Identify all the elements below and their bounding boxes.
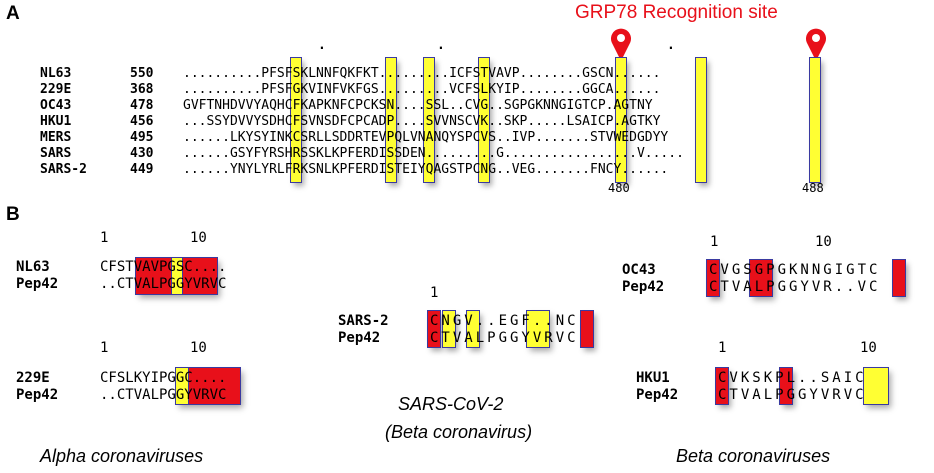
seq-229e: ..........PFSFGKVINFVKFGS.........VCFSLK…: [183, 82, 661, 97]
sars2-yellow-2: [466, 310, 480, 348]
hku1-seq: CVKSKPL..SAIC: [718, 370, 867, 386]
nl63-pep42-seq: ..CTVALPGGYVRVC: [100, 276, 227, 292]
e229-yellow-block: [175, 367, 189, 405]
panel-b-label: B: [6, 204, 20, 225]
seq-name-sars2: SARS-2: [40, 162, 87, 177]
seq-mers: ......LKYSYINKCSRLLSDDRTEVPQLVNANQYSPCVS…: [183, 130, 669, 145]
sars2-pep42-name: Pep42: [338, 330, 381, 346]
seq-start-sars2: 449: [130, 162, 154, 177]
nl63-pep42-name: Pep42: [16, 276, 59, 292]
oc43-index-1: 1: [710, 234, 719, 250]
seq-start-oc43: 478: [130, 98, 154, 113]
oc43-seq: CVGSGPGKNNGIGTC: [709, 262, 881, 278]
seq-start-mers: 495: [130, 130, 154, 145]
pin-480-icon: [611, 28, 631, 61]
sars2-pep42-seq: CTVALPGGYVRVC: [430, 330, 579, 346]
oc43-index-10: 10: [815, 234, 832, 250]
hku1-red-c1: [715, 367, 729, 405]
nl63-name: NL63: [16, 259, 50, 275]
sars2-name: SARS-2: [338, 313, 389, 329]
seq-name-229e: 229E: [40, 82, 72, 97]
seq-start-hku1: 456: [130, 114, 154, 129]
seq-name-nl63: NL63: [40, 66, 72, 81]
oc43-pep42-name: Pep42: [622, 279, 665, 295]
conserved-dot: .: [437, 38, 445, 53]
hku1-name: HKU1: [636, 370, 670, 386]
sars2-index-1: 1: [430, 285, 439, 301]
hku1-pep42-name: Pep42: [636, 387, 679, 403]
e229-index-10: 10: [190, 340, 207, 356]
conserved-column-c480: [615, 57, 627, 183]
nl63-yellow-block: [171, 257, 183, 295]
caption-alpha: Alpha coronaviruses: [40, 446, 204, 466]
seq-start-229e: 368: [130, 82, 154, 97]
seq-name-mers: MERS: [40, 130, 72, 145]
position-480: 480: [608, 181, 630, 195]
caption-sars2-line1: SARS-CoV-2: [398, 394, 504, 414]
conserved-column-l: [385, 57, 397, 183]
caption-beta: Beta coronaviruses: [676, 446, 831, 466]
conserved-column-p: [695, 57, 707, 183]
seq-hku1: ...SSYDVVYSDHCFSVNSDFCPCADP....SVVNSCVK.…: [183, 114, 661, 129]
hku1-pep42-seq: CTVALPGGYVRVC: [718, 387, 867, 403]
sars2-yellow-1: [442, 310, 456, 348]
panel-a-label: A: [6, 3, 20, 24]
conserved-column-y: [290, 57, 302, 183]
seq-name-hku1: HKU1: [40, 114, 72, 129]
sars2-yellow-3: [526, 310, 550, 348]
nl63-index-10: 10: [190, 230, 207, 246]
nl63-index-1: 1: [100, 230, 109, 246]
conserved-dot: .: [318, 38, 326, 53]
hku1-index-1: 1: [718, 340, 727, 356]
seq-name-sars: SARS: [40, 146, 72, 161]
conserved-column-c488: [809, 57, 821, 183]
seq-nl63: ..........PFSFSKLNNFQKFKT.........ICFSTV…: [183, 66, 661, 81]
conserved-dot: .: [667, 38, 675, 53]
hku1-index-10: 10: [860, 340, 877, 356]
oc43-red-c2: [892, 259, 906, 297]
caption-sars2-line2: (Beta coronavirus): [385, 422, 533, 442]
sars2-red-c1: [427, 310, 441, 348]
hku1-red-p: [779, 367, 793, 405]
seq-sars2: ......YNYLYRLFRKSNLKPFERDISTEIYQAGSTPCNG…: [183, 162, 669, 177]
seq-start-nl63: 550: [130, 66, 154, 81]
oc43-red-pg: [749, 259, 773, 297]
grp78-site-title: GRP78 Recognition site: [575, 2, 778, 23]
conserved-column-s: [478, 57, 490, 183]
sars2-red-c2: [580, 310, 594, 348]
oc43-pep42-seq: CTVALPGGYVR..VC: [709, 279, 881, 295]
hku1-yellow: [863, 367, 889, 405]
oc43-red-c1: [706, 259, 720, 297]
pin-488-icon: [806, 28, 826, 61]
position-488: 488: [802, 181, 824, 195]
e229-index-1: 1: [100, 340, 109, 356]
e229-seq: CFSLKYIPGGC....: [100, 370, 227, 386]
e229-pep42-seq: ..CTVALPGGYVRVC: [100, 387, 227, 403]
seq-sars: ......GSYFYRSHRSSKLKPFERDISSDEN.........…: [183, 146, 684, 161]
conserved-column-f: [423, 57, 435, 183]
seq-name-oc43: OC43: [40, 98, 72, 113]
seq-start-sars: 430: [130, 146, 154, 161]
nl63-seq: CFSTVAVPGSC....: [100, 259, 227, 275]
e229-name: 229E: [16, 370, 50, 386]
e229-pep42-name: Pep42: [16, 387, 59, 403]
sars2-seq: CNGV..EGF..NC: [430, 313, 579, 329]
seq-oc43: GVFTNHDVVYAQHCFKAPKNFCPCKSN....SSL..CVG.…: [183, 98, 653, 113]
oc43-name: OC43: [622, 262, 656, 278]
